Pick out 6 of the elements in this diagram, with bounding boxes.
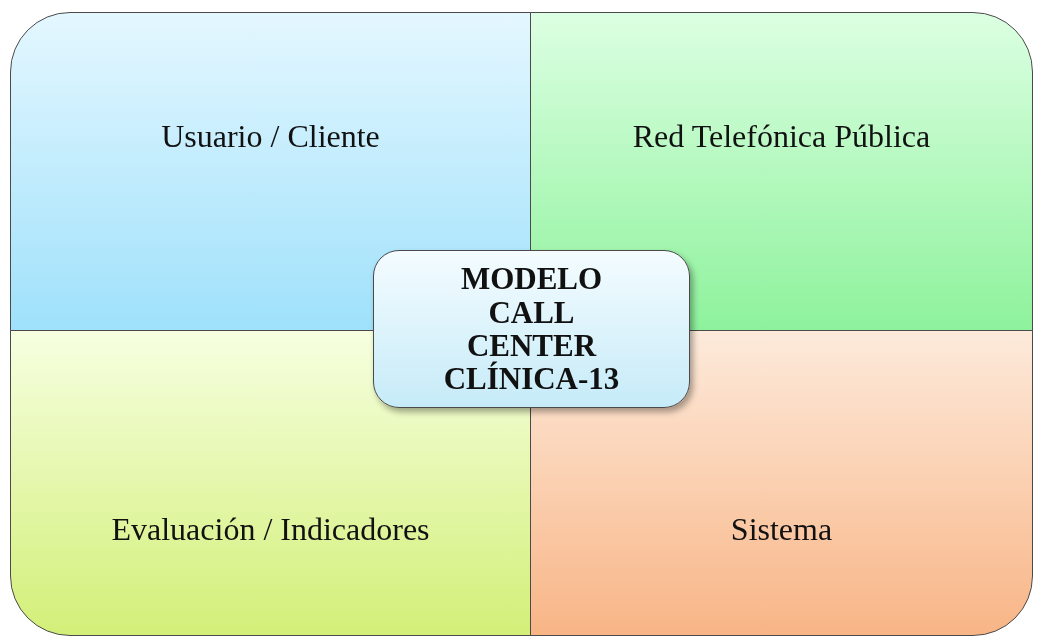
quadrant-label: Usuario / Cliente [160, 118, 381, 155]
quadrant-label: Red Telefónica Pública [631, 118, 932, 155]
center-title: MODELO CALL CENTER CLÍNICA-13 [442, 262, 621, 396]
quadrant-label: Sistema [729, 511, 834, 548]
center-box [373, 250, 690, 408]
quadrant-label: Evaluación / Indicadores [110, 511, 431, 548]
